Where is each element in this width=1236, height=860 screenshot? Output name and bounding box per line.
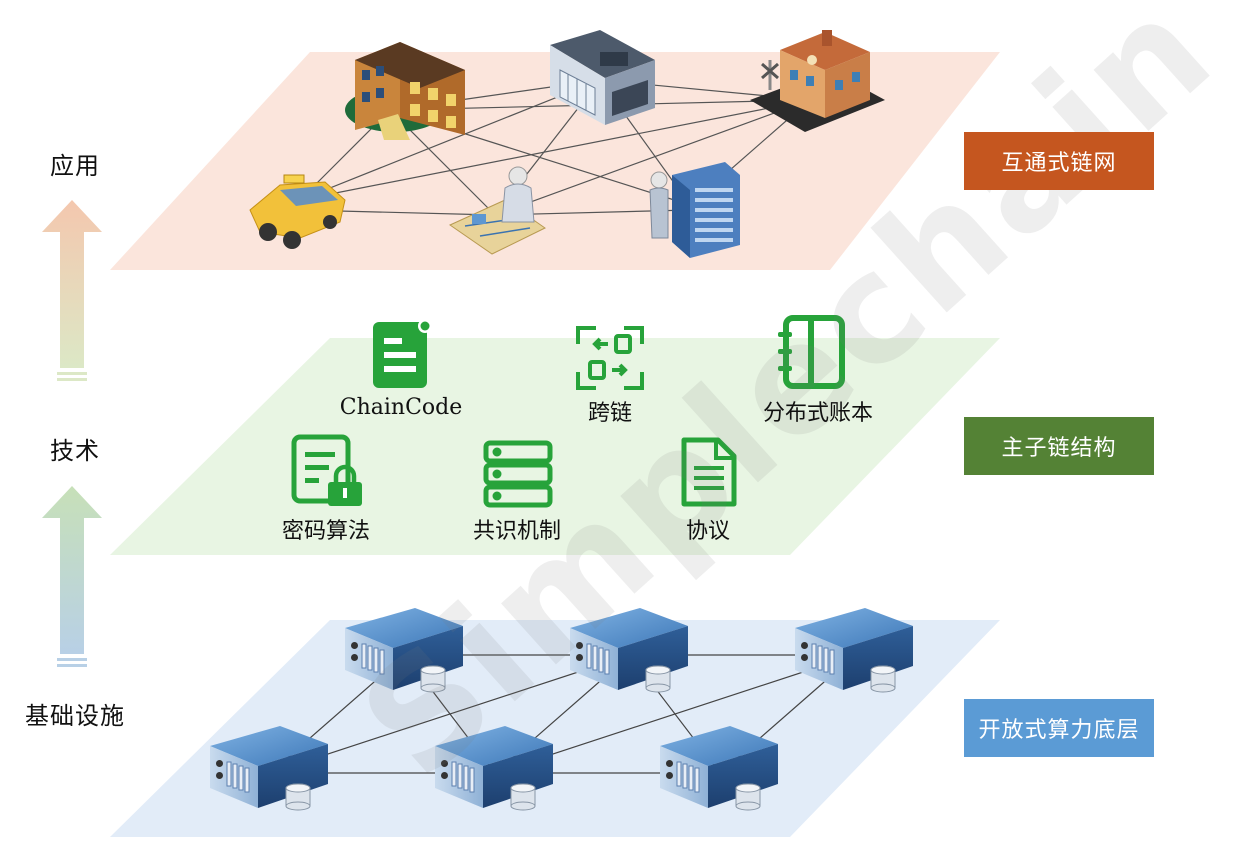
protocol-document-icon bbox=[681, 437, 737, 507]
ledger-icon bbox=[778, 315, 845, 389]
station-building-icon bbox=[750, 30, 885, 132]
crypto-lock-icon bbox=[291, 434, 362, 506]
cross-chain-label: 跨链 bbox=[587, 401, 633, 426]
protocol-label: 协议 bbox=[685, 519, 731, 544]
admin-server-icon bbox=[649, 162, 740, 258]
crypto-label: 密码算法 bbox=[281, 519, 371, 544]
consensus-server-icon bbox=[483, 440, 553, 508]
open-compute-layer-tag: 开放式算力底层 bbox=[964, 699, 1154, 757]
application-label: 应用 bbox=[50, 152, 100, 180]
consensus-label: 共识机制 bbox=[472, 519, 562, 544]
interconnected-chain-network-tag: 互通式链网 bbox=[964, 132, 1154, 190]
planner-person-icon bbox=[448, 166, 546, 255]
chaincode-label: ChainCode bbox=[339, 395, 463, 420]
technology-label: 技术 bbox=[50, 437, 100, 465]
cross-chain-icon bbox=[576, 326, 644, 390]
school-building-icon bbox=[345, 42, 465, 140]
lower-arrow bbox=[42, 486, 102, 667]
ledger-label: 分布式账本 bbox=[762, 401, 874, 426]
main-sub-chain-tag: 主子链结构 bbox=[964, 417, 1154, 475]
store-building-icon bbox=[550, 30, 655, 125]
upper-arrow bbox=[42, 200, 102, 381]
infrastructure-label: 基础设施 bbox=[25, 702, 125, 730]
chaincode-icon bbox=[373, 319, 432, 388]
taxi-icon bbox=[249, 174, 346, 249]
